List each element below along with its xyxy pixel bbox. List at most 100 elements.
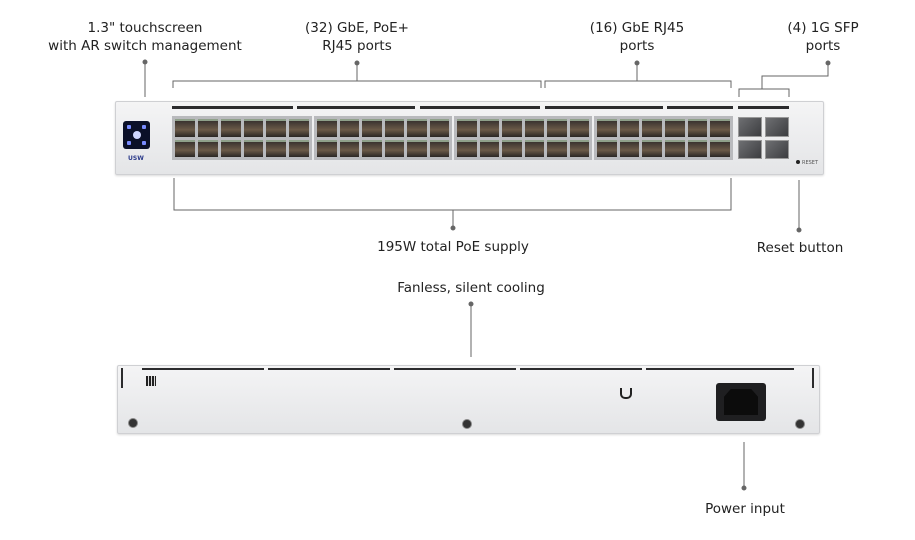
port-strip (172, 106, 293, 109)
rj45-port[interactable] (429, 119, 449, 137)
sfp-ports-label-line2: ports (805, 38, 841, 54)
rj45-port[interactable] (317, 119, 337, 137)
rj45-port[interactable] (175, 119, 195, 137)
screen-center-button[interactable] (133, 131, 141, 139)
rj45-port[interactable] (384, 119, 404, 137)
rj45-port[interactable] (362, 119, 382, 137)
rj45-port[interactable] (220, 119, 241, 137)
screen-icon (127, 125, 131, 129)
rj45-port-group (594, 116, 733, 160)
rj45-port[interactable] (243, 119, 264, 137)
power-callout-line (741, 442, 747, 491)
port-strip (545, 106, 663, 109)
sfp-ports-label: (4) 1G SFP ports (787, 19, 858, 55)
gbe-ports-bracket (544, 60, 732, 88)
rj45-port[interactable] (457, 139, 477, 157)
power-input-socket[interactable] (716, 383, 766, 421)
poe-ports-label-line2: RJ45 ports (322, 38, 392, 54)
rj45-port[interactable] (289, 139, 309, 157)
power-inlet (724, 389, 758, 415)
rj45-port[interactable] (664, 139, 685, 157)
port-strip (420, 106, 540, 109)
rj45-port[interactable] (642, 139, 662, 157)
rj45-port[interactable] (220, 139, 241, 157)
rj45-port[interactable] (524, 119, 544, 137)
screw (462, 419, 472, 429)
gbe-ports-label: (16) GbE RJ45 ports (590, 19, 684, 55)
rj45-port[interactable] (317, 139, 337, 157)
touchscreen-callout-line (142, 59, 148, 97)
rj45-port[interactable] (339, 119, 359, 137)
poe-supply-label: 195W total PoE supply (377, 239, 529, 255)
poe-ports-label-line1: (32) GbE, PoE+ (305, 20, 409, 36)
rj45-port[interactable] (597, 139, 617, 157)
rj45-port[interactable] (457, 119, 477, 137)
rj45-port[interactable] (339, 139, 359, 157)
screen-icon (142, 125, 146, 129)
sfp-ports-label-line1: (4) 1G SFP (787, 20, 859, 36)
rj45-port[interactable] (407, 139, 427, 157)
rj45-port[interactable] (362, 139, 382, 157)
rj45-port[interactable] (687, 139, 708, 157)
rj45-port[interactable] (569, 139, 589, 157)
rj45-port[interactable] (197, 139, 218, 157)
rj45-port-group (454, 116, 592, 160)
cooling-label: Fanless, silent cooling (397, 280, 545, 296)
port-strip (738, 106, 789, 109)
ubiquiti-logo (620, 388, 632, 399)
vent-strip (268, 368, 390, 370)
rj45-port[interactable] (710, 139, 730, 157)
rj45-port[interactable] (384, 139, 404, 157)
rj45-port[interactable] (569, 119, 589, 137)
power-label: Power input (705, 501, 785, 517)
rj45-port[interactable] (597, 119, 617, 137)
vent-strip (121, 368, 123, 388)
rj45-port[interactable] (547, 119, 567, 137)
rj45-port[interactable] (243, 139, 264, 157)
vent-strip (646, 368, 794, 370)
rj45-port[interactable] (266, 119, 287, 137)
rj45-port[interactable] (547, 139, 567, 157)
rj45-port[interactable] (687, 119, 708, 137)
rj45-port[interactable] (266, 139, 287, 157)
rj45-port-group (314, 116, 452, 160)
sfp-port-group (738, 117, 789, 159)
sfp-port[interactable] (765, 117, 789, 137)
rj45-port[interactable] (175, 139, 195, 157)
rj45-port[interactable] (524, 139, 544, 157)
touchscreen-label-line1: 1.3" touchscreen (87, 20, 203, 36)
rj45-port[interactable] (289, 119, 309, 137)
rj45-port[interactable] (710, 119, 730, 137)
cooling-callout-line (468, 301, 474, 357)
rj45-port[interactable] (642, 119, 662, 137)
reset-button[interactable]: RESET (796, 160, 818, 166)
gbe-ports-label-line2: ports (619, 38, 655, 54)
rj45-port[interactable] (619, 119, 640, 137)
rj45-port[interactable] (197, 119, 218, 137)
vent-strip (142, 368, 264, 370)
touchscreen-label: 1.3" touchscreen with AR switch managemen… (48, 19, 242, 55)
reset-label: Reset button (756, 240, 844, 256)
vent-strip (520, 368, 642, 370)
sfp-port[interactable] (765, 139, 789, 159)
rj45-port[interactable] (479, 139, 499, 157)
poe-ports-bracket (172, 60, 542, 88)
rj45-port[interactable] (502, 119, 522, 137)
touchscreen-label-line2: with AR switch management (48, 38, 242, 54)
rj45-port[interactable] (502, 139, 522, 157)
rj45-port[interactable] (407, 119, 427, 137)
rj45-port[interactable] (429, 139, 449, 157)
rj45-port[interactable] (479, 119, 499, 137)
rj45-port[interactable] (664, 119, 685, 137)
screen-icon (142, 141, 146, 145)
touchscreen[interactable] (123, 121, 150, 149)
sfp-ports-bracket (738, 60, 831, 97)
gbe-ports-label-line1: (16) GbE RJ45 (589, 20, 685, 36)
sfp-port[interactable] (738, 117, 762, 137)
vent-strip (394, 368, 516, 370)
rj45-port[interactable] (619, 139, 640, 157)
sfp-port[interactable] (738, 139, 762, 159)
brand-logo: USW (128, 155, 144, 162)
